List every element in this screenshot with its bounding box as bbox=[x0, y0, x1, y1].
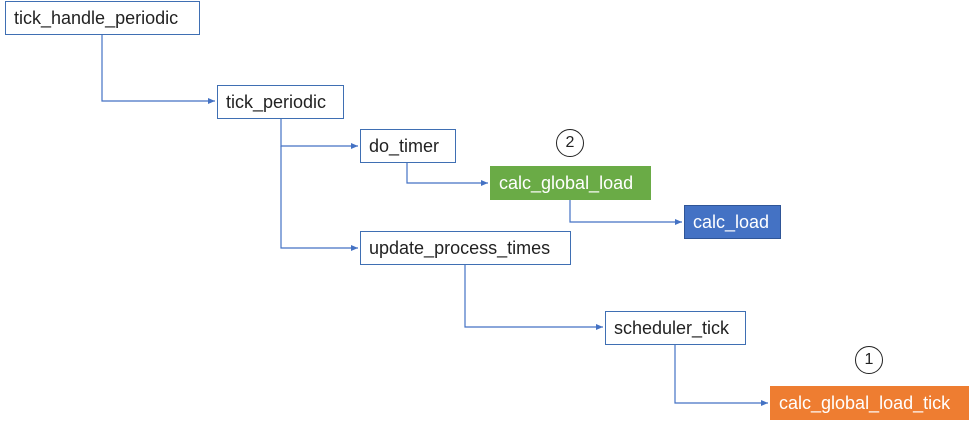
node-scheduler-tick: scheduler_tick bbox=[605, 311, 746, 345]
step-badge-1: 1 bbox=[855, 346, 883, 374]
edge-tick-handle-periodic-to-tick-periodic bbox=[101, 33, 215, 104]
node-tick-periodic: tick_periodic bbox=[217, 85, 344, 119]
edge-calc-global-load-to-calc-load bbox=[569, 199, 682, 225]
edge-do-timer-to-calc-global-load bbox=[406, 163, 488, 186]
edge-tick-periodic-to-do-timer bbox=[280, 117, 358, 149]
edge-tick-periodic-to-update-process-times bbox=[280, 146, 358, 251]
edge-scheduler-tick-to-calc-global-load-tick bbox=[674, 344, 768, 406]
edge-update-process-times-to-scheduler-tick bbox=[464, 264, 603, 330]
node-calc-global-load-tick: calc_global_load_tick bbox=[770, 386, 969, 420]
node-calc-global-load: calc_global_load bbox=[490, 166, 651, 200]
node-tick-handle-periodic: tick_handle_periodic bbox=[5, 1, 200, 35]
step-badge-2: 2 bbox=[556, 129, 584, 157]
node-update-process-times: update_process_times bbox=[360, 231, 571, 265]
node-do-timer: do_timer bbox=[360, 129, 456, 163]
node-calc-load: calc_load bbox=[684, 205, 781, 239]
